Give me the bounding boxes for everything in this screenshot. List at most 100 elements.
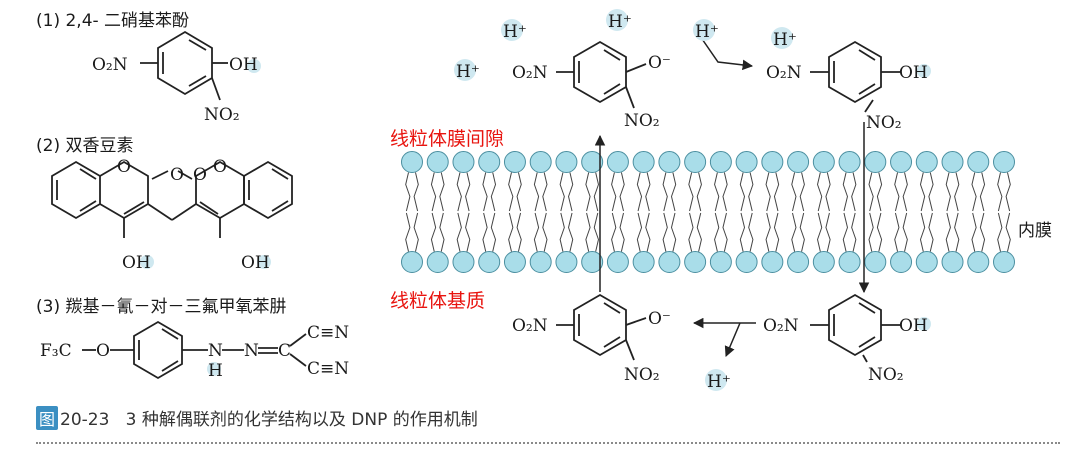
lipid-tail <box>465 212 471 252</box>
lipid-tail <box>997 212 1003 252</box>
lipid-tail <box>928 172 934 212</box>
lipid-tail <box>876 212 883 252</box>
dicoumarol-ring-o-right: O <box>213 157 227 177</box>
lipid-tail <box>688 172 694 212</box>
lipid-tail <box>773 212 780 252</box>
lipid-head <box>967 251 990 273</box>
lipid-head <box>709 151 732 173</box>
lipid-tail <box>868 212 874 252</box>
lipid-head <box>452 251 475 273</box>
lipid-tail <box>413 212 419 252</box>
lipid-tail <box>619 172 625 212</box>
lipid-tail <box>868 172 874 212</box>
fccp-azo-n: N <box>244 341 259 361</box>
fccp-f3c: F₃C <box>40 341 72 361</box>
proton-top-2: H⁺ <box>608 12 632 32</box>
proton-release-arrow <box>724 322 741 357</box>
lipid-head <box>864 251 887 273</box>
lipid-tail <box>722 172 728 212</box>
dnp-neutral-bottom <box>810 293 900 363</box>
lipid-tail <box>722 212 728 252</box>
lipid-tail <box>979 212 986 252</box>
lipid-head <box>581 151 604 173</box>
lipid-tail <box>636 212 643 252</box>
lipid-head <box>787 151 810 173</box>
lipid-tail <box>413 172 419 212</box>
lipid-tail <box>405 212 411 252</box>
lipid-tail <box>825 172 831 212</box>
lipid-tail <box>533 212 540 252</box>
lipid-tail <box>508 172 514 212</box>
lipid-head <box>915 151 938 173</box>
inner-membrane-bilayer <box>401 151 1015 273</box>
lipid-head <box>452 151 475 173</box>
anion-bottom-no2: NO₂ <box>624 365 660 385</box>
proton-top-5: H⁺ <box>456 62 480 82</box>
lipid-tail <box>979 172 986 212</box>
lipid-tail <box>945 172 951 212</box>
lipid-tail <box>568 172 574 212</box>
lipid-tail <box>919 212 926 252</box>
lipid-tail <box>516 212 522 252</box>
neutral-top-oh: OH <box>899 63 928 83</box>
lipid-tail <box>696 172 702 212</box>
lipid-tail <box>748 212 754 252</box>
lipid-head <box>529 251 552 273</box>
lipid-tail <box>662 172 668 212</box>
lipid-tail <box>791 212 797 252</box>
lipid-head <box>838 151 861 173</box>
lipid-tail <box>490 172 497 212</box>
lipid-head <box>993 151 1015 173</box>
lipid-tail <box>645 212 651 252</box>
lipid-tail <box>611 172 617 212</box>
dnp-o2n: O₂N <box>92 55 128 75</box>
lipid-head <box>735 251 758 273</box>
matrix-label: 线粒体基质 <box>390 290 486 312</box>
fccp-nh-n: N <box>208 341 223 361</box>
lipid-tail <box>817 172 823 212</box>
lipid-head <box>684 151 707 173</box>
compound-3-title: (3) 羰基－氰－对－三氟甲氧苯肼 <box>36 297 287 317</box>
fccp-structure <box>82 320 307 380</box>
neutral-bottom-no2: NO₂ <box>868 365 904 385</box>
lipid-head <box>761 251 784 273</box>
lipid-tail <box>585 212 591 252</box>
figure-badge: 图 <box>36 406 59 430</box>
lipid-tail <box>593 172 599 212</box>
proton-bottom: H⁺ <box>707 372 731 392</box>
proton-top-4: H⁺ <box>773 30 797 50</box>
lipid-tail <box>688 212 694 252</box>
lipid-head <box>478 251 501 273</box>
lipid-tail <box>997 172 1003 212</box>
fccp-nh-h: H <box>208 361 223 381</box>
lipid-head <box>658 151 681 173</box>
dicoumarol-oh-left: OH <box>122 253 151 273</box>
lipid-head <box>606 151 629 173</box>
proton-top-1: H⁺ <box>503 22 527 42</box>
anion-top-no2: NO₂ <box>624 111 660 131</box>
lipid-tail <box>696 212 702 252</box>
lipid-tail <box>799 212 805 252</box>
lipid-tail <box>585 172 591 212</box>
dnp-structure <box>140 30 228 101</box>
lipid-tail <box>533 172 540 212</box>
lipid-head <box>401 251 423 273</box>
lipid-tail <box>482 172 488 212</box>
lipid-tail <box>645 172 651 212</box>
lipid-tail <box>748 172 754 212</box>
lipid-head <box>812 151 835 173</box>
lipid-head <box>684 251 707 273</box>
lipid-tail <box>439 212 445 252</box>
lipid-tail <box>971 172 977 212</box>
lipid-tail <box>430 212 437 252</box>
lipid-tail <box>876 172 883 212</box>
dicoumarol-structure <box>51 160 293 238</box>
lipid-tail <box>670 172 677 212</box>
neutral-bottom-o2n: O₂N <box>763 316 799 336</box>
lipid-tail <box>954 212 960 252</box>
lipid-tail <box>405 172 411 212</box>
lipid-tail <box>765 172 771 212</box>
lipid-head <box>478 151 501 173</box>
lipid-tail <box>542 172 548 212</box>
